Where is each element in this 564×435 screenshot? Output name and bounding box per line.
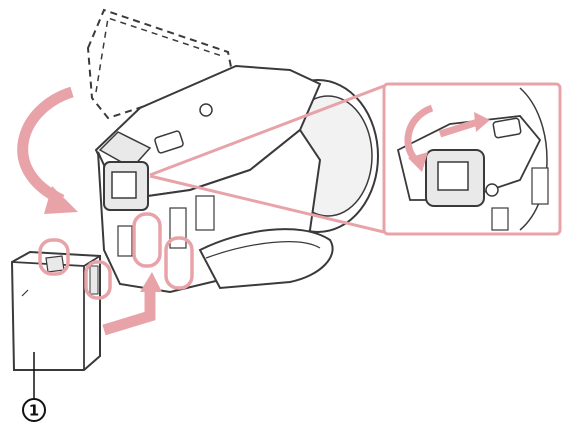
callout-battery: 1 bbox=[23, 399, 45, 421]
callout-number: 1 bbox=[29, 402, 39, 420]
rotate-arrow bbox=[23, 92, 78, 214]
